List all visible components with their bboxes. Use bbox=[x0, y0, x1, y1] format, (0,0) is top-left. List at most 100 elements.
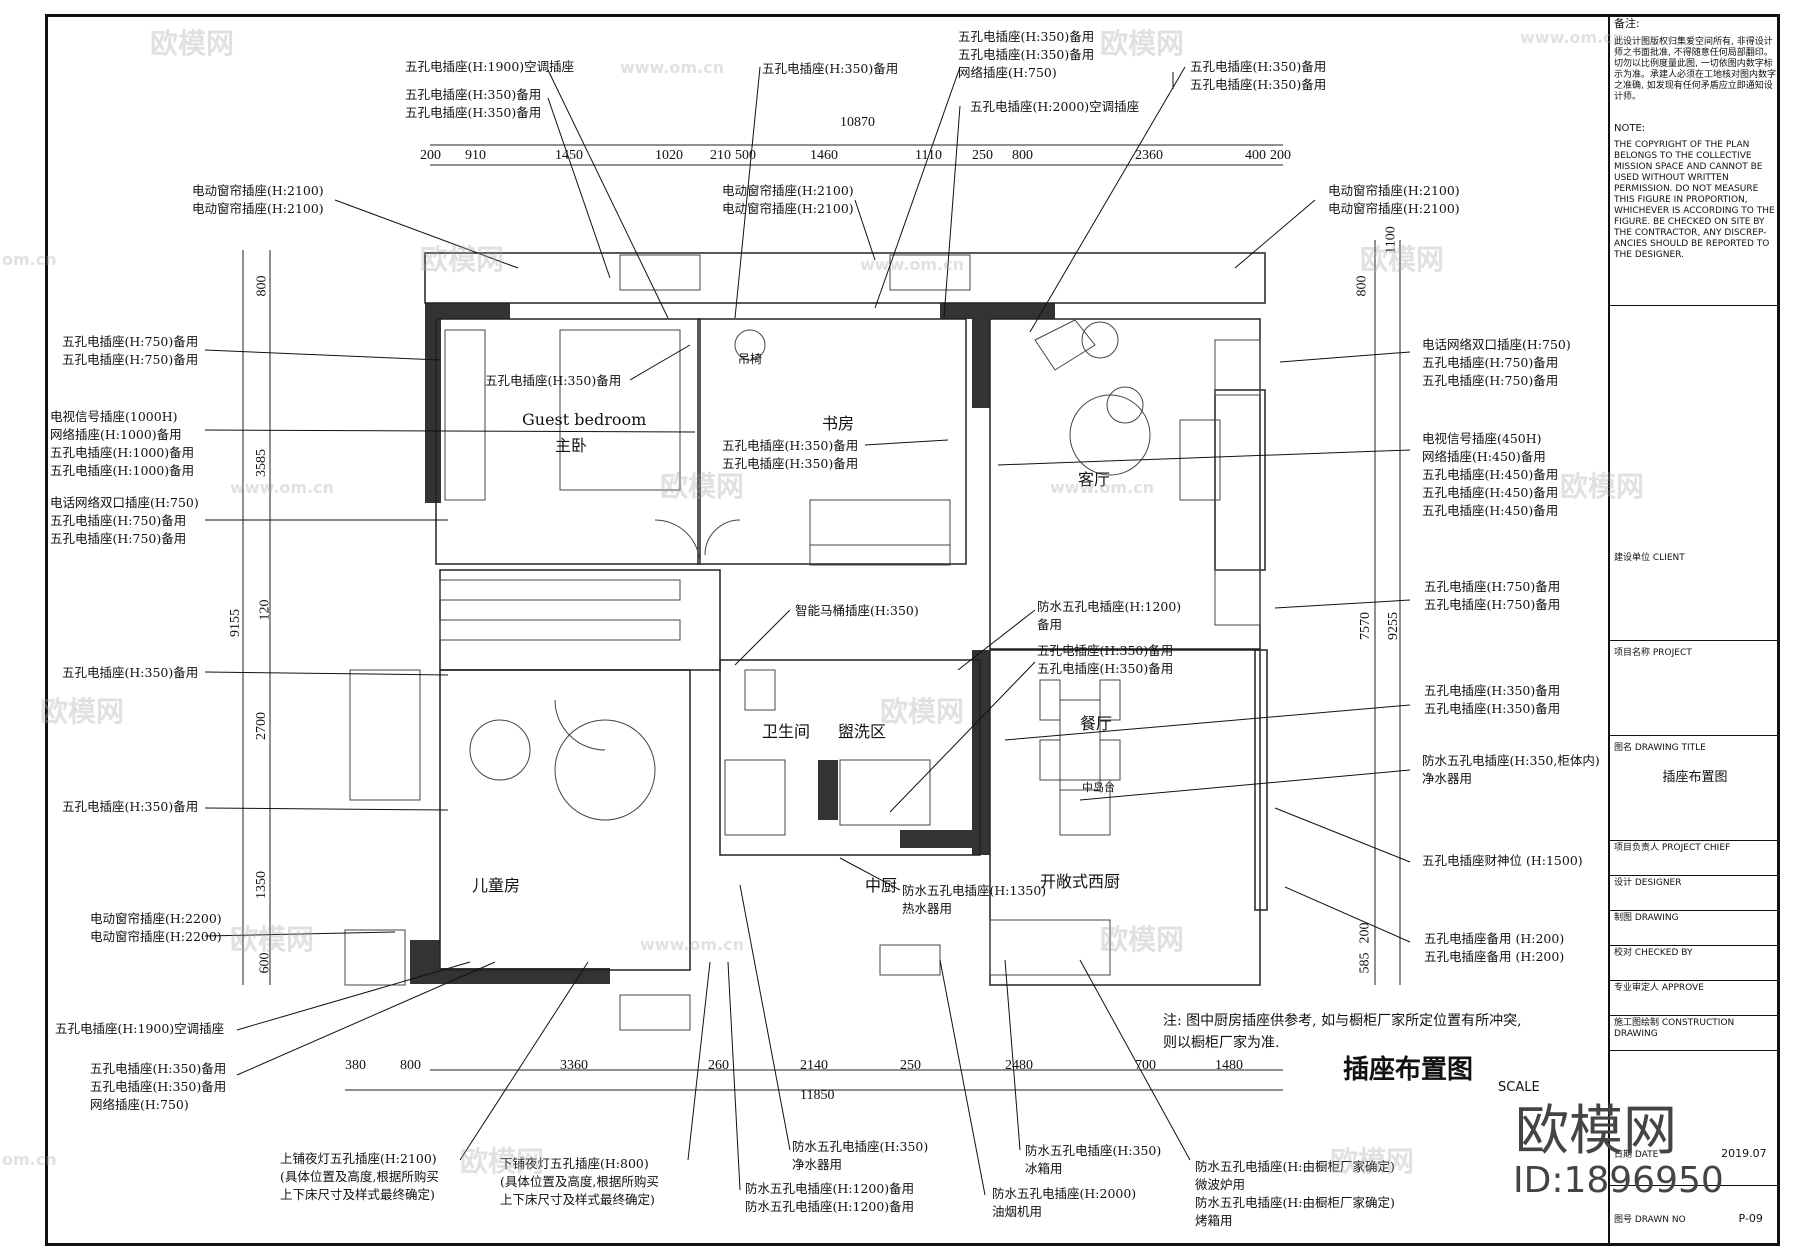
label-line: 五孔电插座(H:750)备用 bbox=[62, 334, 199, 349]
label-purifier-cabinet: 防水五孔电插座(H:350,柜体内) 净水器用 bbox=[1422, 752, 1600, 788]
room-living: 客厅 bbox=[1078, 470, 1111, 489]
label-line: 油烟机用 bbox=[992, 1204, 1043, 1219]
dim-top-8: 1110 bbox=[915, 148, 942, 163]
label-line: 防水五孔电插座(H:1200)备用 bbox=[745, 1199, 915, 1214]
dim-top-6: 500 bbox=[735, 148, 756, 163]
label-spare-200: 五孔电插座备用 (H:200) 五孔电插座备用 (H:200) bbox=[1424, 930, 1564, 966]
designer-cell: 设计 DESIGNER bbox=[1610, 876, 1780, 911]
label-line: 五孔电插座(H:350)备用 bbox=[722, 456, 859, 471]
label-line: 净水器用 bbox=[792, 1157, 843, 1172]
dim-right-1: 800 bbox=[1354, 275, 1370, 297]
label-spare-350-g: 五孔电插座(H:350)备用 bbox=[62, 664, 198, 682]
label-line: 电动窗帘插座(H:2100) bbox=[192, 183, 324, 198]
label-fridge-350: 防水五孔电插座(H:350) 冰箱用 bbox=[1025, 1142, 1161, 1178]
scale-label: SCALE bbox=[1498, 1080, 1540, 1095]
dim-top-3: 1450 bbox=[555, 148, 583, 163]
drawing-title-value: 插座布置图 bbox=[1662, 770, 1728, 785]
label-spare-350-i: 五孔电插座(H:350)备用 bbox=[62, 798, 198, 816]
label-line: 防水五孔电插座(H:350,柜体内) bbox=[1422, 753, 1600, 768]
date-cell: 日期 DATE 2019.07 bbox=[1610, 1146, 1780, 1186]
label-curtain-2100-c: 电动窗帘插座(H:2100) 电动窗帘插座(H:2100) bbox=[1328, 182, 1460, 218]
label-spare-350-h: 五孔电插座(H:350)备用 五孔电插座(H:350)备用 bbox=[1424, 682, 1560, 718]
label-toilet-350: 智能马桶插座(H:350) bbox=[795, 602, 919, 620]
dim-left-1: 800 bbox=[254, 275, 270, 297]
label-spare-750-b: 五孔电插座(H:750)备用 五孔电插座(H:750)备用 bbox=[1424, 578, 1560, 614]
drawing-title-cell: 图名 DRAWING TITLE 插座布置图 bbox=[1610, 741, 1780, 841]
dim-bottom-7: 2480 bbox=[1005, 1058, 1033, 1073]
label-curtain-2100-a: 电动窗帘插座(H:2100) 电动窗帘插座(H:2100) bbox=[192, 182, 324, 218]
label-line: 上下床尺寸及样式最终确定) bbox=[500, 1192, 655, 1207]
dim-bottom-4: 260 bbox=[708, 1058, 729, 1073]
label-line: 上铺夜灯五孔插座(H:2100) bbox=[280, 1151, 437, 1166]
dim-bottom-1: 380 bbox=[345, 1058, 366, 1073]
label-line: 五孔电插座(H:350)备用 bbox=[1424, 701, 1561, 716]
label-line: 网络插座(H:1000)备用 bbox=[50, 427, 182, 442]
room-chair: 吊椅 bbox=[738, 352, 763, 366]
label-ac-socket-1900-b: 五孔电插座(H:1900)空调插座 bbox=[55, 1020, 224, 1038]
dim-top-total: 10870 bbox=[840, 115, 875, 130]
label-line: 防水五孔电插座(H:由橱柜厂家确定) bbox=[1195, 1159, 1395, 1174]
label-line: 微波炉用 bbox=[1195, 1177, 1246, 1192]
dim-top-12: 400 bbox=[1245, 148, 1266, 163]
remarks-cell: 备注: 此设计图版权归集爱空间所有, 非得设计师之书面批准, 不得随意任何局部翻… bbox=[1610, 16, 1780, 306]
label-line: 五孔电插座(H:750)备用 bbox=[1424, 579, 1561, 594]
label-purifier-350: 防水五孔电插座(H:350) 净水器用 bbox=[792, 1138, 928, 1174]
note-line: 注: 图中厨房插座供参考, 如与橱柜厂家所定位置有所冲突, bbox=[1163, 1013, 1522, 1029]
label-spare-350-b: 五孔电插座(H:350)备用 bbox=[762, 60, 898, 78]
label-line: 电视信号插座(1000H) bbox=[50, 409, 178, 424]
label-waterproof-1200: 防水五孔电插座(H:1200) 备用 bbox=[1037, 598, 1181, 634]
label-line: 五孔电插座(H:350)备用 bbox=[958, 29, 1095, 44]
label-line: 五孔电插座(H:350)备用 bbox=[485, 373, 622, 388]
label-spare-net-750: 五孔电插座(H:350)备用 五孔电插座(H:350)备用 网络插座(H:750… bbox=[958, 28, 1094, 82]
dim-bottom-3: 3360 bbox=[560, 1058, 588, 1073]
label-line: 防水五孔电插座(H:1200)备用 bbox=[745, 1181, 915, 1196]
room-kids: 儿童房 bbox=[472, 876, 521, 895]
label-line: (具体位置及高度,根据所购买 bbox=[500, 1174, 659, 1189]
label-line: 电视信号插座(450H) bbox=[1422, 431, 1542, 446]
dim-bottom-6: 250 bbox=[900, 1058, 921, 1073]
label-line: 五孔电插座备用 (H:200) bbox=[1424, 931, 1565, 946]
label-line: 上下床尺寸及样式最终确定) bbox=[280, 1187, 435, 1202]
room-dining: 餐厅 bbox=[1080, 714, 1113, 733]
label-phone-net-750-a: 电话网络双口插座(H:750) 五孔电插座(H:750)备用 五孔电插座(H:7… bbox=[1422, 336, 1571, 390]
label-spare-350-f: 五孔电插座(H:350)备用 五孔电插座(H:350)备用 bbox=[1037, 642, 1173, 678]
label-line: 五孔电插座(H:350)备用 bbox=[90, 1079, 227, 1094]
label-line: 五孔电插座(H:1900)空调插座 bbox=[55, 1021, 225, 1036]
label-line: 五孔电插座(H:1900)空调插座 bbox=[405, 59, 575, 74]
label-line: 智能马桶插座(H:350) bbox=[795, 603, 919, 618]
label-line: 网络插座(H:750) bbox=[958, 65, 1057, 80]
approve-cell: 专业审定人 APPROVE bbox=[1610, 981, 1780, 1016]
label-line: 五孔电插座(H:350)备用 bbox=[1190, 77, 1327, 92]
label-line: 五孔电插座(H:750)备用 bbox=[62, 352, 199, 367]
furniture bbox=[344, 254, 1261, 1031]
label-line: 电动窗帘插座(H:2200) bbox=[90, 929, 222, 944]
remarks-text: 此设计图版权归集爱空间所有, 非得设计师之书面批准, 不得随意任何局部翻印。切勿… bbox=[1614, 37, 1777, 102]
label-line: 五孔电插座财神位 (H:1500) bbox=[1422, 853, 1583, 868]
drawn-no-cell: 图号 DRAWN NO P-09 bbox=[1610, 1211, 1780, 1244]
label-line: 五孔电插座(H:350)备用 bbox=[405, 105, 542, 120]
label-line: 五孔电插座(H:350)备用 bbox=[722, 438, 859, 453]
label-line: 电话网络双口插座(H:750) bbox=[1422, 337, 1571, 352]
label-hood-2000: 防水五孔电插座(H:2000) 油烟机用 bbox=[992, 1185, 1136, 1221]
label-spare-350-d: 五孔电插座(H:350)备用 bbox=[485, 372, 621, 390]
dim-top-9: 250 bbox=[972, 148, 993, 163]
label-line: 备用 bbox=[1037, 617, 1063, 632]
label-spare-350-c: 五孔电插座(H:350)备用 五孔电插座(H:350)备用 bbox=[1190, 58, 1326, 94]
label-fortune-1500: 五孔电插座财神位 (H:1500) bbox=[1422, 852, 1583, 870]
label-line: 五孔电插座(H:350)备用 bbox=[62, 665, 199, 680]
dim-bottom-9: 1480 bbox=[1215, 1058, 1243, 1073]
dim-left-2: 3585 bbox=[254, 449, 269, 477]
dim-bottom-5: 2140 bbox=[800, 1058, 828, 1073]
date-label: 日期 DATE bbox=[1614, 1150, 1659, 1160]
label-line: 电动窗帘插座(H:2100) bbox=[192, 201, 324, 216]
drawing-title: 插座布置图 bbox=[1343, 1055, 1474, 1085]
date-value: 2019.07 bbox=[1721, 1147, 1767, 1160]
dim-top-7: 1460 bbox=[810, 148, 838, 163]
label-line: 五孔电插座(H:350)备用 bbox=[62, 799, 199, 814]
label-line: 下铺夜灯五孔插座(H:800) bbox=[500, 1156, 649, 1171]
label-line: 五孔电插座(H:750)备用 bbox=[1424, 597, 1561, 612]
dim-left-4: 9155 bbox=[228, 609, 243, 637]
room-island: 中岛台 bbox=[1082, 781, 1115, 794]
label-line: 防水五孔电插座(H:1350) bbox=[902, 883, 1047, 898]
